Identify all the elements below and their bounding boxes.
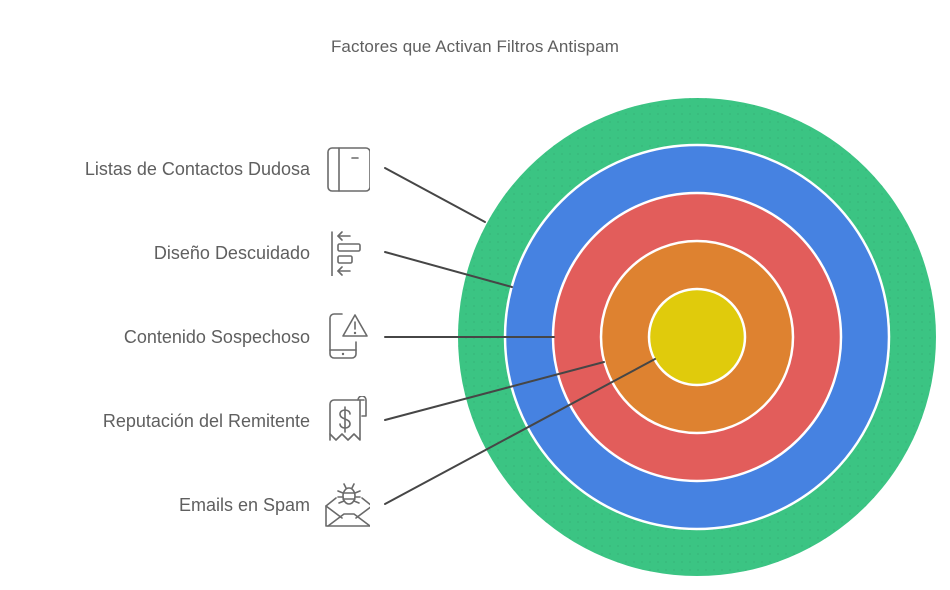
concentric-rings <box>458 98 936 576</box>
notebook-icon <box>327 147 370 192</box>
ring-inner <box>647 287 747 387</box>
receipt-dollar-icon <box>329 396 367 441</box>
label-emails-spam: Emails en Spam <box>178 495 310 515</box>
connector-line-5 <box>384 358 656 505</box>
label-reputacion-remitente: Reputación del Remitente <box>102 411 310 431</box>
label-diseno-descuidado: Diseño Descuidado <box>153 243 310 263</box>
diagram-title: Factores que Activan Filtros Antispam <box>330 37 620 56</box>
label-contenido-sospechoso: Contenido Sospechoso <box>123 327 310 347</box>
phone-warning-icon <box>329 313 368 359</box>
connector-line-4 <box>384 361 605 421</box>
label-listas-contactos: Listas de Contactos Dudosa <box>84 159 310 179</box>
connector-lines <box>384 167 656 505</box>
connector-line-2 <box>384 251 513 288</box>
align-left-icon <box>331 231 361 276</box>
envelope-bug-icon <box>325 483 370 527</box>
connector-line-1 <box>384 167 486 223</box>
